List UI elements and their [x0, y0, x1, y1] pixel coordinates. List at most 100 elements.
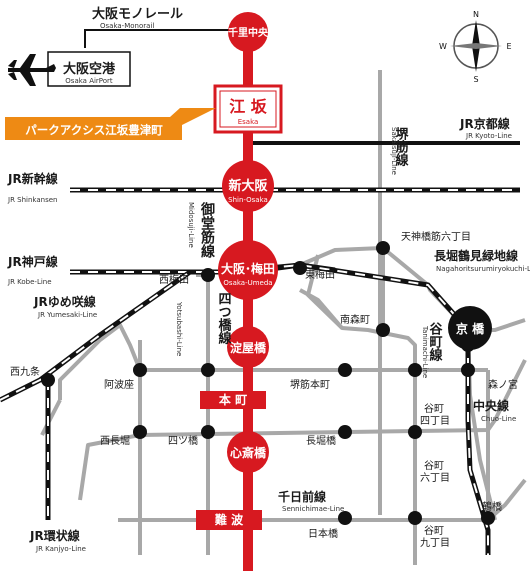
label-tanimachi9-b: 九丁目	[420, 537, 450, 549]
svg-text:JR環状線: JR環状線	[29, 528, 80, 543]
sennichimae-line	[118, 478, 527, 522]
label-nishinagahori: 西長堀	[100, 435, 130, 447]
svg-text:Osaka AirPort: Osaka AirPort	[65, 77, 113, 85]
yotsubashi-line-label: 四つ橋線 Yotsubashi-Line	[175, 292, 231, 356]
svg-text:江 坂: 江 坂	[229, 97, 268, 116]
label-sakaisuji-honmachi: 堺筋本町	[290, 378, 330, 391]
svg-text:千里中央: 千里中央	[228, 26, 269, 39]
svg-text:御堂筋線: 御堂筋線	[199, 201, 216, 259]
label-higashi-umeda: 東梅田	[305, 268, 335, 281]
airplane-icon	[8, 54, 56, 86]
label-nishi-umeda: 西梅田	[159, 273, 189, 286]
label-tanimachi4-a: 谷町	[424, 403, 444, 415]
svg-text:大阪モノレール: 大阪モノレール	[92, 6, 183, 22]
svg-text:新大阪: 新大阪	[228, 178, 268, 194]
diagonal-link	[299, 288, 344, 330]
station-labels: 天神橋筋六丁目 東梅田 南森町 西梅田 西九条 阿波座 堺筋本町 森ノ宮 谷町 …	[10, 230, 518, 549]
svg-text:Nagahoritsurumiryokuchi-Line: Nagahoritsurumiryokuchi-Line	[436, 265, 530, 273]
label-tanimachi4-b: 四丁目	[420, 416, 450, 427]
property-callout[interactable]: パークアクシス江坂豊津町	[5, 108, 216, 140]
label-tsuruhashi: 鶴橋	[482, 500, 502, 513]
station-osaka-umeda[interactable]: 大阪･梅田 Osaka-Umeda	[218, 240, 278, 300]
svg-text:本 町: 本 町	[219, 392, 247, 407]
label-tanimachi6-a: 谷町	[424, 460, 444, 472]
monorail-line	[84, 29, 230, 48]
svg-text:大阪･梅田: 大阪･梅田	[221, 261, 275, 276]
label-tanimachi6-b: 六丁目	[420, 472, 450, 484]
jr-yumesaki-line	[0, 269, 192, 403]
svg-text:JR Kyoto-Line: JR Kyoto-Line	[465, 132, 512, 140]
station-yodoyabashi[interactable]: 淀屋橋	[227, 326, 269, 368]
midosuji-line-label: 御堂筋線 Midosuji-Line	[187, 201, 216, 259]
station-dot-nipponbashi[interactable]	[338, 511, 352, 525]
label-nagahoribashi: 長堀橋	[306, 434, 336, 447]
compass-icon: N S E W	[439, 10, 511, 84]
svg-text:谷町線: 谷町線	[427, 321, 443, 362]
svg-text:Tanimachi-Line: Tanimachi-Line	[421, 325, 429, 378]
svg-text:堺筋線: 堺筋線	[393, 126, 410, 167]
svg-text:京 橋: 京 橋	[456, 321, 485, 336]
station-dot-sakaisuji-honmachi[interactable]	[338, 363, 352, 377]
svg-text:Osaka-Umeda: Osaka-Umeda	[223, 279, 272, 287]
station-dot-awaza[interactable]	[133, 363, 147, 377]
svg-text:心斎橋: 心斎橋	[230, 445, 267, 460]
svg-text:淀屋橋: 淀屋橋	[230, 340, 267, 355]
svg-text:四つ橋線: 四つ橋線	[216, 292, 232, 345]
station-dot-nishikujo[interactable]	[41, 373, 55, 387]
svg-text:難 波: 難 波	[215, 512, 244, 527]
station-dot-nishinagahori[interactable]	[133, 425, 147, 439]
station-dot-nagahoribashi[interactable]	[338, 425, 352, 439]
station-dot-tanimachi9[interactable]	[408, 511, 422, 525]
station-dot-tanimachi6[interactable]	[408, 425, 422, 439]
station-shinsaibashi[interactable]: 心斎橋	[227, 431, 269, 473]
station-shin-osaka[interactable]: 新大阪 Shin-Osaka	[222, 160, 274, 212]
station-kyobashi[interactable]: 京 橋	[448, 306, 492, 350]
svg-text:E: E	[506, 42, 511, 51]
line-labels: 大阪モノレール Osaka-Monorail 堺筋線 Sakaisuji-Lin…	[7, 6, 530, 553]
svg-text:Chuo-Line: Chuo-Line	[481, 415, 516, 423]
station-dot-higashi-umeda[interactable]	[293, 261, 307, 275]
label-nishikujo: 西九条	[10, 365, 40, 378]
station-dot-tenjinbashi[interactable]	[376, 241, 390, 255]
svg-text:W: W	[439, 42, 447, 51]
station-esaka[interactable]: 江 坂 Esaka	[213, 84, 283, 134]
station-dots	[41, 241, 495, 525]
chuo-line-west-branch	[40, 399, 62, 436]
label-morinomiya: 森ノ宮	[488, 378, 518, 391]
nagahori-line	[78, 359, 527, 501]
svg-text:中央線: 中央線	[473, 398, 509, 413]
station-dot-morinomiya[interactable]	[461, 363, 475, 377]
station-dot-tsuruhashi[interactable]	[481, 511, 495, 525]
label-minami-morimachi: 南森町	[340, 313, 370, 326]
label-yotsubashi-st: 四ツ橋	[168, 434, 198, 447]
station-dot-nishi-umeda[interactable]	[201, 268, 215, 282]
station-dot-yotsubashi-honmachi[interactable]	[201, 363, 215, 377]
station-honmachi[interactable]: 本 町	[200, 391, 266, 409]
airport[interactable]: 大阪空港 Osaka AirPort	[8, 51, 131, 87]
svg-text:Yotsubashi-Line: Yotsubashi-Line	[175, 301, 183, 356]
svg-text:JR Yumesaki-Line: JR Yumesaki-Line	[37, 311, 97, 319]
label-tenjinbashi: 天神橋筋六丁目	[401, 230, 471, 243]
station-dot-minami-morimachi[interactable]	[376, 323, 390, 337]
label-tanimachi9-a: 谷町	[424, 525, 444, 537]
svg-text:JR京都線: JR京都線	[459, 116, 510, 131]
svg-text:JR神戸線: JR神戸線	[7, 254, 58, 269]
svg-text:Midosuji-Line: Midosuji-Line	[187, 202, 195, 248]
svg-text:JR Shinkansen: JR Shinkansen	[7, 196, 57, 204]
station-dot-yotsubashi[interactable]	[201, 425, 215, 439]
svg-text:JR Kanjyo-Line: JR Kanjyo-Line	[35, 545, 86, 553]
station-namba[interactable]: 難 波	[196, 510, 262, 530]
station-senri-chuo[interactable]: 千里中央	[228, 12, 269, 52]
svg-text:パークアクシス江坂豊津町: パークアクシス江坂豊津町	[25, 123, 163, 137]
svg-text:Esaka: Esaka	[238, 118, 259, 126]
svg-text:JR Kobe-Line: JR Kobe-Line	[7, 278, 52, 286]
svg-text:Osaka-Monorail: Osaka-Monorail	[100, 22, 154, 30]
svg-text:JRゆめ咲線: JRゆめ咲線	[33, 294, 96, 309]
svg-text:Shin-Osaka: Shin-Osaka	[228, 196, 268, 204]
station-dot-tanimachi4[interactable]	[408, 363, 422, 377]
svg-text:千日前線: 千日前線	[278, 489, 326, 504]
label-awaza: 阿波座	[104, 378, 134, 391]
sakaisuji-line-label: 堺筋線 Sakaisuji-Line	[390, 126, 409, 175]
label-nipponbashi: 日本橋	[308, 527, 338, 540]
